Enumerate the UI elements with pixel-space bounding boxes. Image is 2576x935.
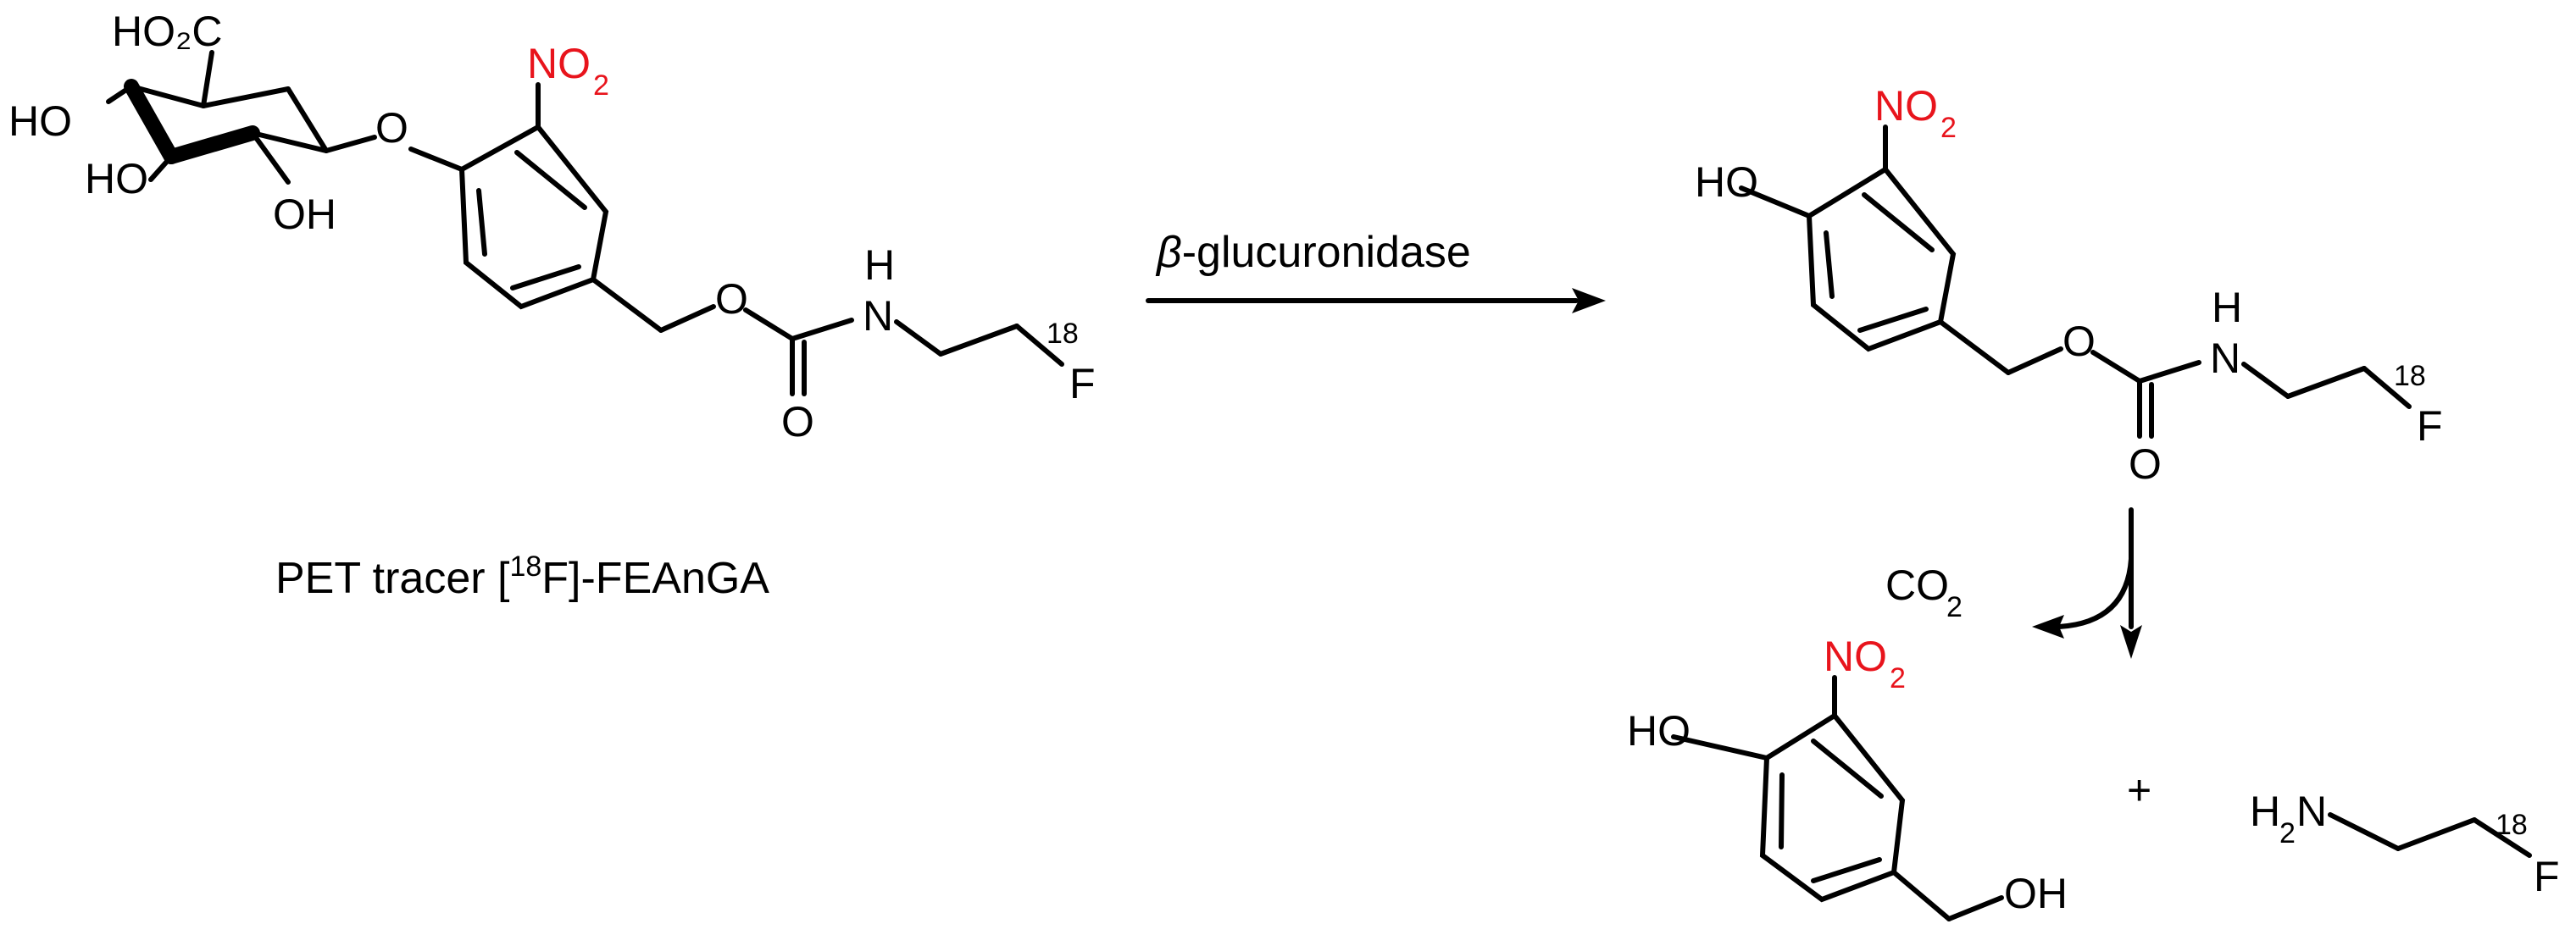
svg-text:2: 2 — [2279, 817, 2296, 849]
co2-label: CO 2 — [1885, 562, 1963, 623]
hydroxyl-label-1: HO — [8, 97, 72, 145]
svg-text:CO: CO — [1885, 562, 1949, 609]
product-phenol-hydroxyl: HO — [1627, 707, 1690, 755]
intermediate-carbonyl-oxygen: O — [2129, 440, 2162, 488]
svg-text:H: H — [2250, 788, 2280, 835]
svg-text:2: 2 — [593, 69, 609, 102]
amine-label: H 2 N — [2250, 788, 2327, 849]
svg-text:2: 2 — [1890, 662, 1906, 694]
ether-oxygen-label: O — [375, 104, 408, 152]
svg-text:2: 2 — [1946, 591, 1963, 623]
reaction-arrow: β-glucuronidase — [1146, 228, 1606, 313]
intermediate-amide-nitrogen: N — [2210, 335, 2240, 382]
svg-text:NO: NO — [527, 40, 591, 87]
carbonyl-oxygen-label: O — [781, 398, 814, 445]
svg-text:NO: NO — [1824, 633, 1887, 680]
intermediate-fluorine-label: F — [2417, 402, 2443, 450]
plus-sign: + — [2127, 766, 2151, 814]
amine-isotope-label: 18 — [2496, 809, 2528, 841]
amine-fluorine-label: F — [2534, 853, 2560, 900]
isotope-label: 18 — [1046, 318, 1079, 350]
hydroxyl-label-2: HO — [85, 155, 148, 202]
tracer-caption: PET tracer [18F]-FEAnGA — [275, 550, 769, 603]
amide-hydrogen-label: H — [864, 241, 895, 289]
hydroxyl-label-3: OH — [273, 191, 336, 238]
intermediate-nitro-label: NO 2 — [1874, 82, 1957, 144]
carbamate-oxygen-label: O — [715, 275, 748, 323]
product-alcohol-molecule: HO NO 2 OH — [1627, 633, 2068, 921]
intermediate-isotope-label: 18 — [2394, 360, 2426, 392]
intermediate-molecule: HO NO 2 O O H N 18 F — [1695, 82, 2443, 488]
product-benzyl-hydroxyl: OH — [2004, 870, 2068, 917]
carboxylic-acid-label: HO₂C — [112, 8, 223, 55]
svg-text:NO: NO — [1874, 82, 1938, 130]
product-amine-molecule: H 2 N 18 F — [2250, 788, 2560, 900]
enzyme-label: β-glucuronidase — [1155, 228, 1471, 277]
svg-text:2: 2 — [1940, 112, 1957, 144]
tracer-molecule: HO₂C HO HO OH O NO 2 O O H N 18 F — [8, 8, 1096, 445]
product-nitro-label: NO 2 — [1824, 633, 1906, 694]
decomposition-arrow: CO 2 — [1885, 507, 2142, 659]
intermediate-carbamate-oxygen: O — [2062, 318, 2096, 365]
intermediate-amide-hydrogen: H — [2212, 284, 2242, 331]
nitro-group-label: NO 2 — [527, 40, 609, 102]
amide-nitrogen-label: N — [863, 292, 893, 340]
svg-text:N: N — [2296, 788, 2327, 835]
fluorine-label: F — [1069, 360, 1096, 407]
phenol-hydroxyl-label: HO — [1695, 158, 1758, 206]
